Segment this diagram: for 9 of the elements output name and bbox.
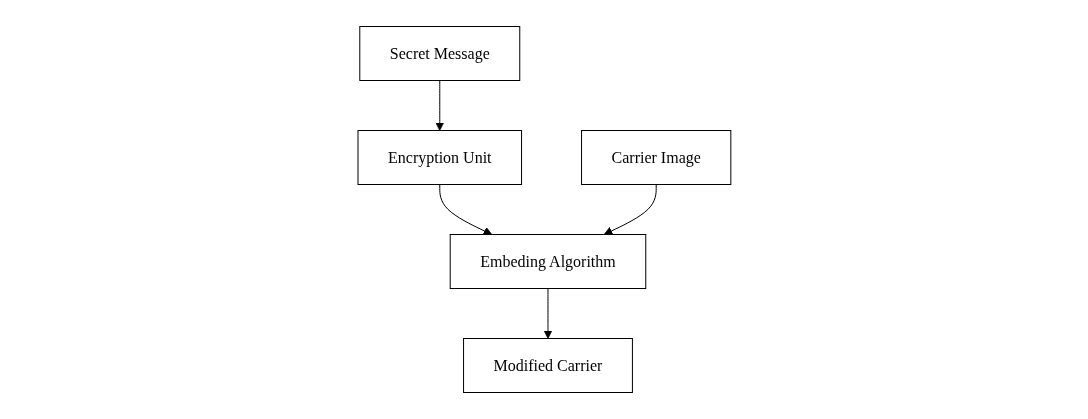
node-box: Modified Carrier <box>462 338 633 393</box>
node-box: Embeding Algorithm <box>449 234 646 289</box>
arrow <box>438 184 492 236</box>
node-box: Carrier Image <box>580 130 731 185</box>
arrow <box>603 184 657 236</box>
node-box: Encryption Unit <box>357 130 522 185</box>
arrow <box>434 80 444 131</box>
node-box: Secret Message <box>358 26 520 81</box>
arrow <box>543 288 552 339</box>
